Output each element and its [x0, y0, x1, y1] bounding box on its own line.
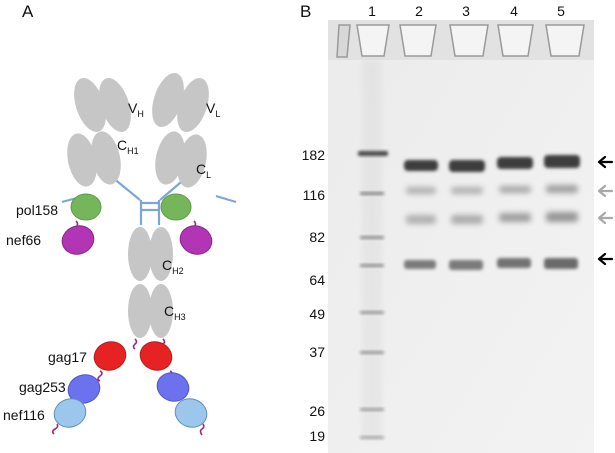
lane-label-4: 4: [510, 3, 518, 19]
lane-label-5: 5: [557, 3, 565, 19]
gel-image: [328, 20, 614, 453]
lane-label-1: 1: [368, 3, 376, 19]
nef116-domain-left: [53, 398, 87, 428]
lane-label-3: 3: [462, 3, 470, 19]
arrow-black-top: [597, 155, 614, 169]
label-cl: CL: [196, 161, 211, 180]
marker-49: 49: [309, 306, 325, 322]
marker-26: 26: [309, 403, 325, 419]
lane-label-2: 2: [415, 3, 423, 19]
pol158-domain-right: [160, 193, 192, 221]
antibody-diagram: VH VL CH1 CL CH2 CH3 pol158 nef66 gag17 …: [3, 73, 237, 436]
gag17-domain-right: [139, 341, 173, 371]
label-nef66: nef66: [6, 232, 41, 248]
panel-b-label: B: [300, 2, 312, 21]
band-lane3-lower: [449, 260, 483, 270]
pol158-domain-left: [70, 193, 102, 221]
band-lane2-main: [404, 160, 438, 171]
label-ch2: CH2: [162, 257, 184, 276]
label-vl: VL: [206, 100, 220, 119]
band-lane2-lower: [404, 260, 436, 269]
band-lane4-main: [497, 157, 533, 169]
label-ch3: CH3: [164, 303, 186, 322]
arrow-gray-lower: [597, 211, 614, 225]
label-nef116: nef116: [3, 407, 45, 423]
ladder-lane: [358, 60, 388, 440]
marker-19: 19: [309, 428, 325, 444]
band-lane4-lower: [497, 258, 531, 268]
label-gag253: gag253: [19, 379, 66, 395]
label-pol158: pol158: [16, 202, 58, 218]
label-ch1: CH1: [117, 137, 139, 156]
label-vh: VH: [128, 100, 144, 119]
panel-a-label: A: [22, 2, 34, 21]
band-lane3-main: [449, 160, 485, 172]
sample-lanes: [404, 155, 580, 270]
band-lane5-lower: [544, 258, 578, 269]
gel-wells: [336, 24, 585, 58]
nef116-domain-right: [174, 398, 208, 428]
gag17-domain-left: [93, 341, 127, 371]
marker-182: 182: [301, 147, 325, 163]
gag253-domain-right: [156, 372, 190, 402]
band-arrows: [597, 155, 614, 266]
antibody-domains: [67, 73, 209, 338]
band-lane5-main: [544, 155, 580, 168]
nef66-domain-right: [179, 225, 213, 255]
nef66-domain-left: [61, 225, 95, 255]
gag253-domain-left: [67, 374, 101, 404]
marker-82: 82: [309, 229, 325, 245]
marker-116: 116: [302, 187, 325, 203]
marker-64: 64: [309, 272, 325, 288]
arrow-gray-upper: [597, 184, 614, 198]
arrow-black-bottom: [597, 252, 614, 266]
marker-37: 37: [309, 344, 325, 360]
label-gag17: gag17: [48, 349, 87, 365]
